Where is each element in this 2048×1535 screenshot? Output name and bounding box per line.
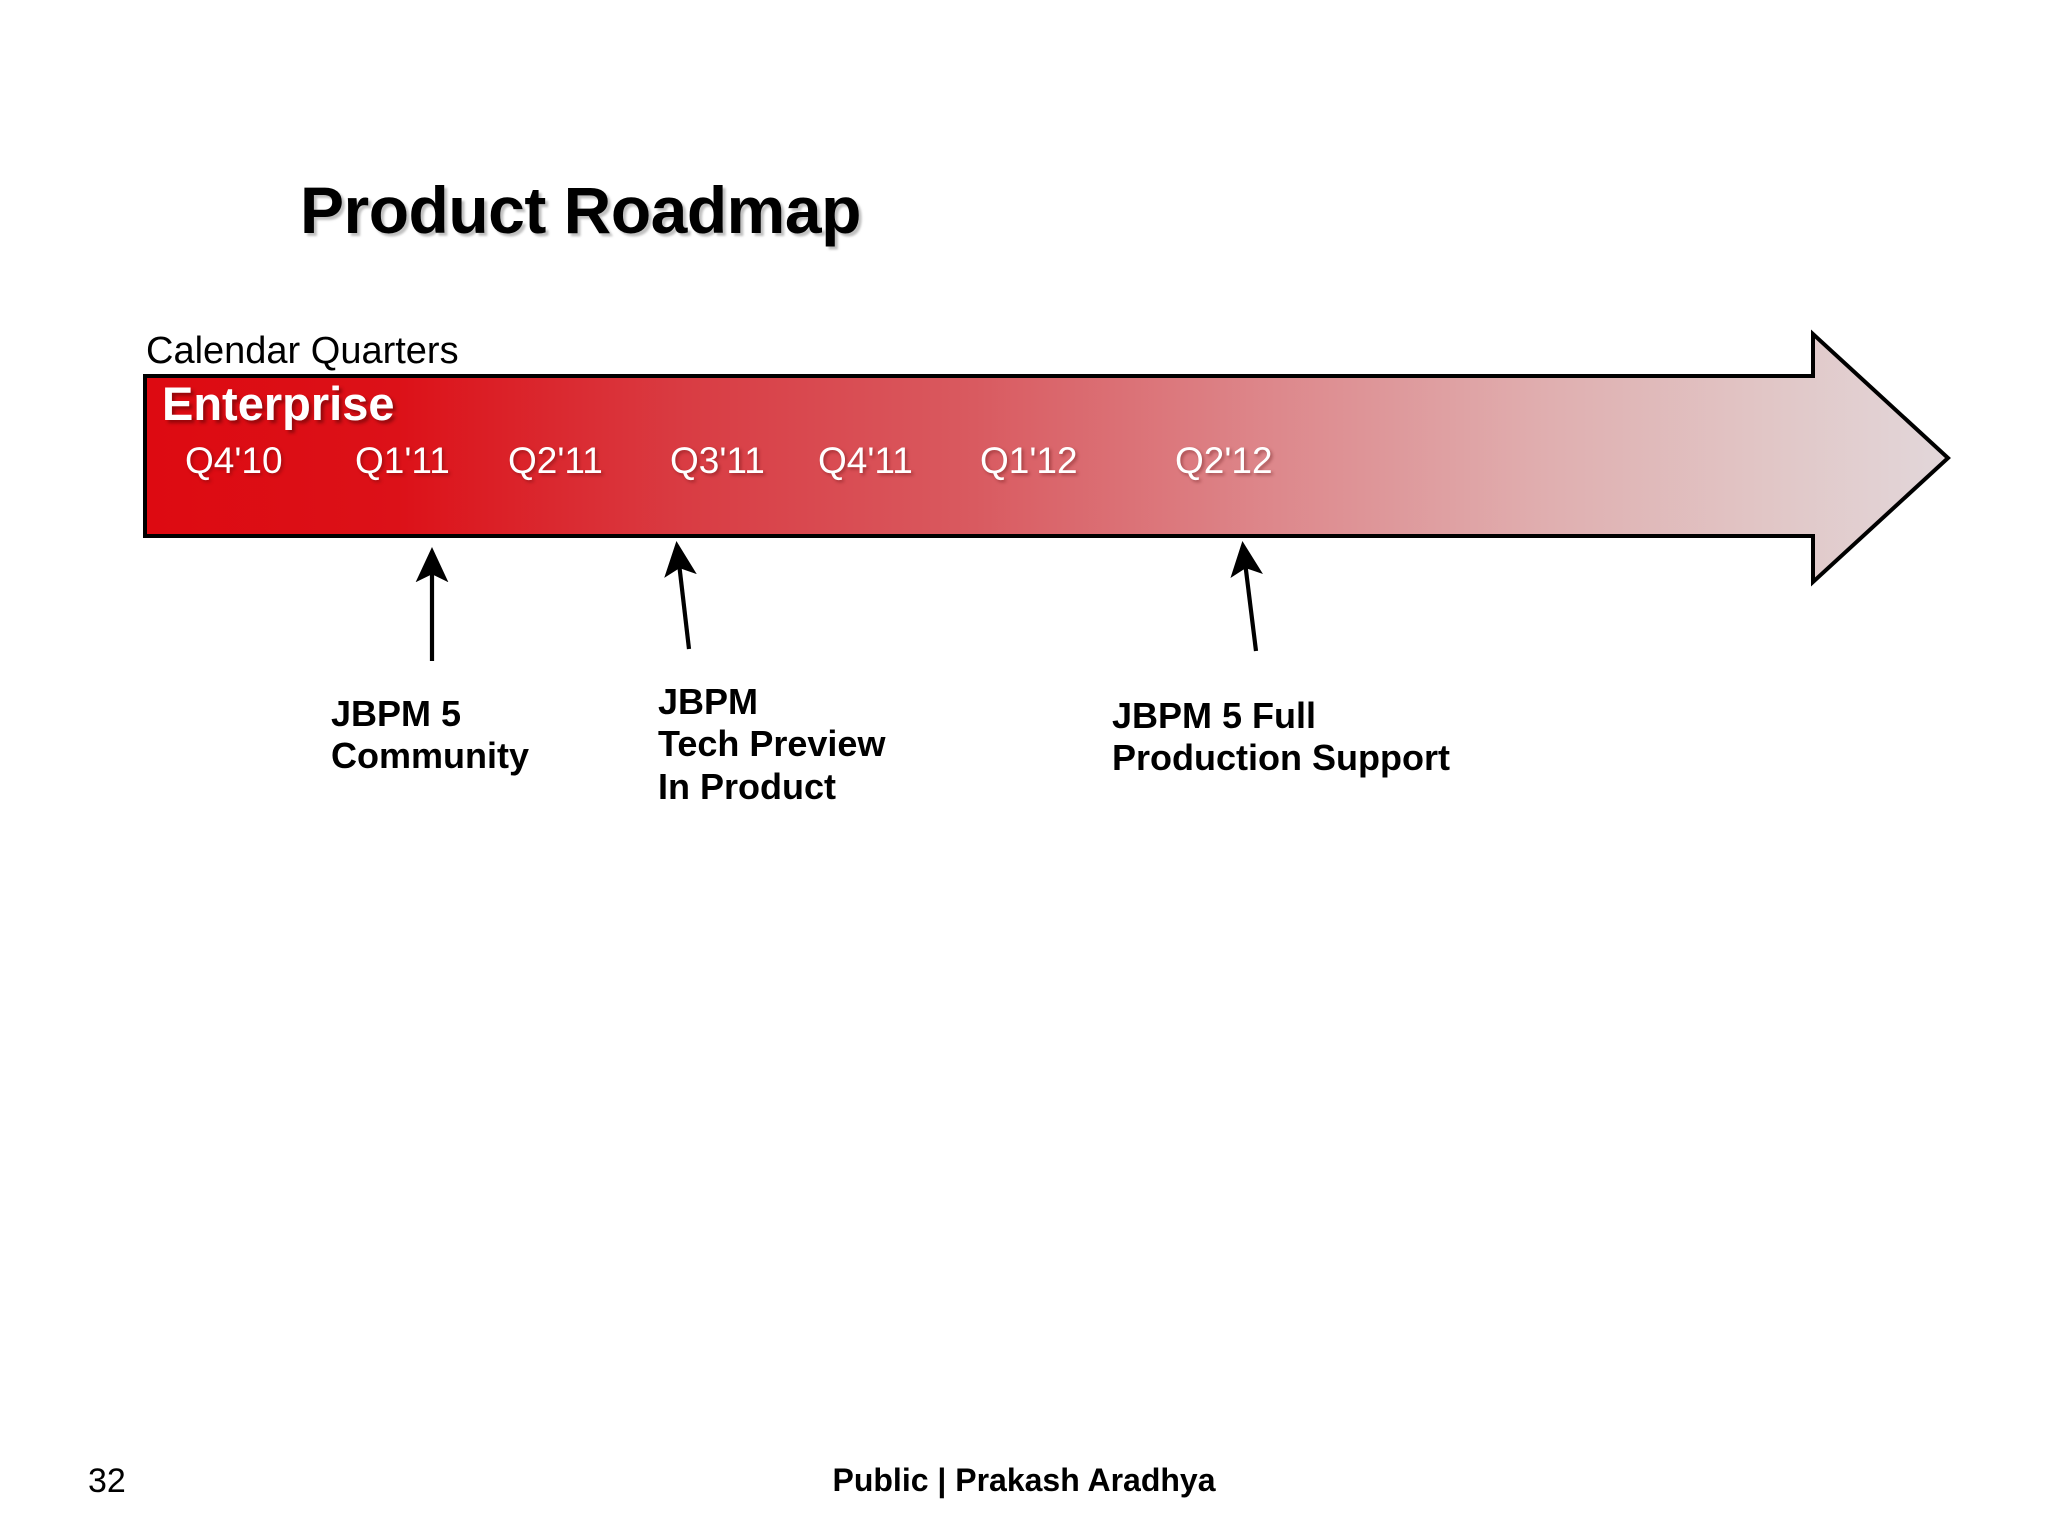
page-title: Product Roadmap xyxy=(300,173,861,247)
arrow-polygon xyxy=(143,329,1951,587)
annotation-jbpm5-community: JBPM 5 Community xyxy=(331,693,529,777)
calendar-quarters-caption: Calendar Quarters xyxy=(146,330,459,372)
timeline-arrow-shape xyxy=(143,329,1951,587)
annotation-jbpm-tech-preview: JBPM Tech Preview In Product xyxy=(658,681,886,807)
footer-attribution: Public | Prakash Aradhya xyxy=(832,1462,1216,1498)
page-number: 32 xyxy=(88,1462,126,1500)
roadmap-timeline: Enterprise Q4'10 Q1'11 Q2'11 Q3'11 Q4'11… xyxy=(140,328,1960,588)
annotation-jbpm5-full-production-support: JBPM 5 Full Production Support xyxy=(1112,695,1450,779)
